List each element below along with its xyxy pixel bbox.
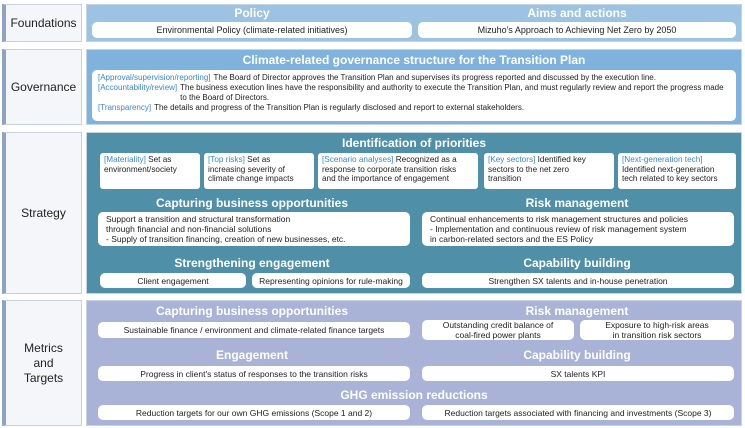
strategy-opportunities-heading: Capturing business opportunities <box>155 196 348 210</box>
row-label-governance: Governance <box>2 49 82 125</box>
governance-item-accountability: [Accountability/review] The business exe… <box>98 83 724 102</box>
priorities-heading: Identification of priorities <box>341 136 486 150</box>
priority-top-risks: [Top risks] Set as increasing severity o… <box>204 153 314 189</box>
sx-talents-kpi-box: SX talents KPI <box>422 366 734 381</box>
priority-materiality: [Materiality] Set as environment/society <box>100 153 200 189</box>
scope-1-2-targets-box: Reduction targets for our own GHG emissi… <box>98 405 410 420</box>
environmental-policy-box: Environmental Policy (climate-related in… <box>92 22 412 38</box>
metrics-engagement-heading: Engagement <box>215 348 288 362</box>
priority-key-sectors: [Key sectors] Identified key sectors to … <box>484 153 614 189</box>
metrics-risk-heading: Risk management <box>525 304 629 318</box>
strategy-engagement-heading: Strengthening engagement <box>174 256 330 270</box>
governance-details: [Approval/supervision/reporting] The Boa… <box>92 70 736 121</box>
metrics-capability-heading: Capability building <box>523 348 631 362</box>
ghg-heading: GHG emission reductions <box>340 388 488 402</box>
row-label-metrics-targets: Metrics and Targets <box>2 300 82 426</box>
client-engagement-box: Client engagement <box>100 273 246 288</box>
governance-item-approval: [Approval/supervision/reporting] The Boa… <box>98 73 656 82</box>
priority-scenario-analyses: [Scenario analyses] Recognized as a resp… <box>318 153 478 189</box>
strategy-risk-box: Continual enhancements to risk managemen… <box>422 212 734 246</box>
metrics-opportunities-heading: Capturing business opportunities <box>155 304 348 318</box>
governance-item-transparency: [Transparency] The details and progress … <box>98 103 525 112</box>
net-zero-approach-box: Mizuho's Approach to Achieving Net Zero … <box>418 22 736 38</box>
governance-heading: Climate-related governance structure for… <box>242 53 586 67</box>
aims-heading: Aims and actions <box>527 6 627 20</box>
priority-next-gen-tech: [Next-generation tech] Identified next-g… <box>618 153 736 189</box>
policy-heading: Policy <box>234 6 270 20</box>
scope-3-targets-box: Reduction targets associated with financ… <box>422 405 734 420</box>
strategy-capability-box: Strengthen SX talents and in-house penet… <box>422 273 734 288</box>
row-label-strategy: Strategy <box>2 132 82 294</box>
coal-power-credit-box: Outstanding credit balance of coal-fired… <box>422 320 574 340</box>
strategy-capability-heading: Capability building <box>523 256 631 270</box>
sustainable-finance-targets-box: Sustainable finance / environment and cl… <box>98 322 410 338</box>
strategy-opportunities-box: Support a transition and structural tran… <box>98 212 410 246</box>
high-risk-exposure-box: Exposure to high-risk areas in transitio… <box>580 320 734 340</box>
rule-making-box: Representing opinions for rule-making <box>252 273 410 288</box>
client-response-progress-box: Progress in client's status of responses… <box>98 366 410 381</box>
row-label-foundations: Foundations <box>2 4 82 42</box>
strategy-risk-heading: Risk management <box>525 196 629 210</box>
